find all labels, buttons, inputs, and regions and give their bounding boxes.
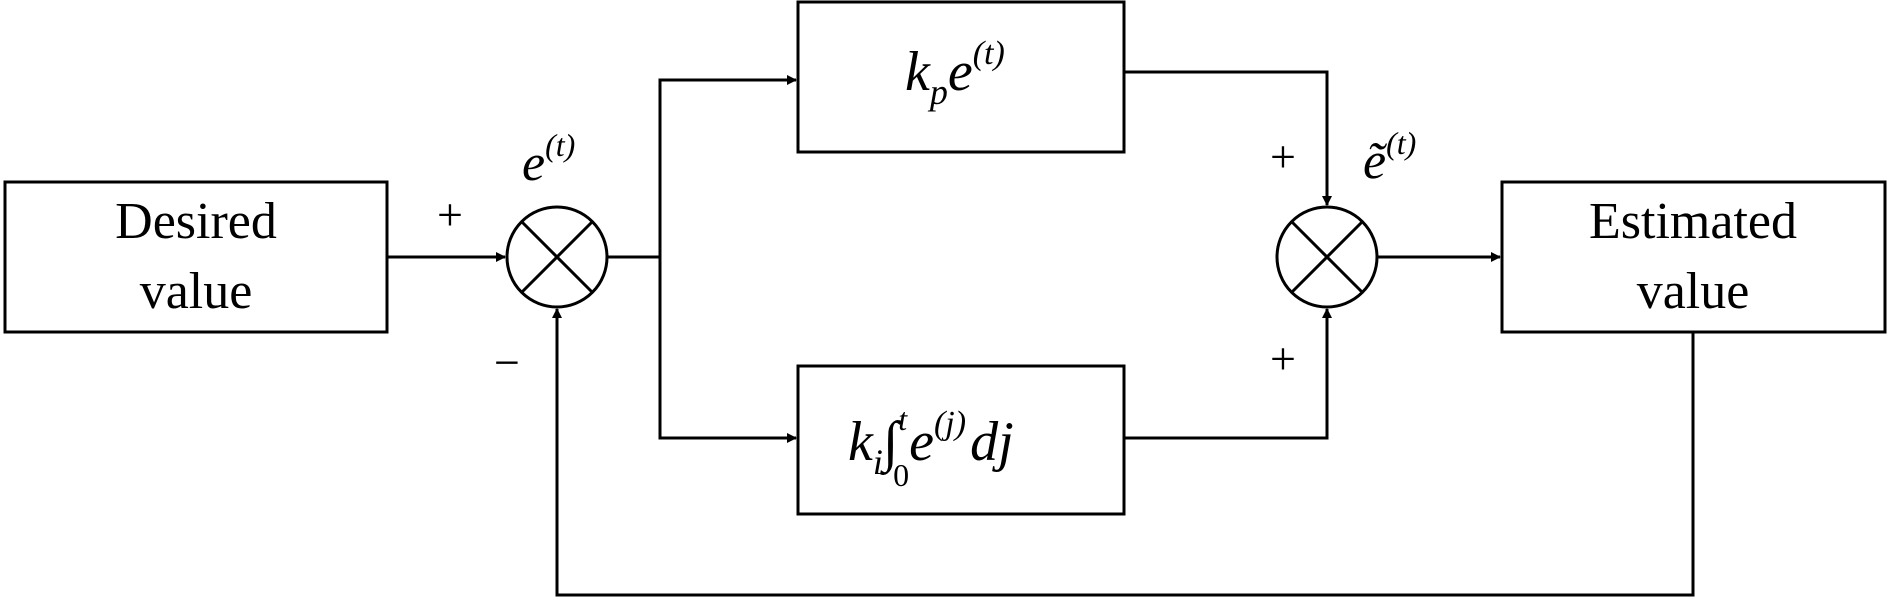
estimated-value-line1: Estimated bbox=[1589, 193, 1797, 250]
proportional-output-arrow bbox=[1124, 70, 1332, 206]
summing-junction-output-icon bbox=[1275, 205, 1379, 309]
junction1-plus-sign: + bbox=[437, 189, 463, 240]
integral-output-arrow bbox=[1124, 308, 1332, 440]
proportional-branch-arrow bbox=[658, 75, 797, 257]
proportional-term: kpe(t) bbox=[905, 35, 1005, 112]
summing-junction-icon bbox=[505, 205, 609, 309]
integral-branch-arrow bbox=[658, 257, 797, 443]
junction2-plus-top-sign: + bbox=[1270, 131, 1296, 182]
estimated-value-block: Estimated value bbox=[1500, 180, 1887, 334]
desired-value-line2: value bbox=[140, 263, 253, 320]
feedback-arrow bbox=[552, 308, 1695, 597]
junction2-plus-bottom-sign: + bbox=[1270, 333, 1296, 384]
junction1-minus-sign: − bbox=[494, 337, 520, 388]
proportional-block: kpe(t) bbox=[796, 0, 1126, 154]
estimated-value-line2: value bbox=[1637, 263, 1750, 320]
error-label: e(t) bbox=[522, 127, 575, 192]
estimated-error-label: ẽ(t) bbox=[1363, 125, 1416, 190]
desired-value-line1: Desired bbox=[115, 193, 277, 250]
desired-value-block: Desired value bbox=[3, 180, 389, 334]
